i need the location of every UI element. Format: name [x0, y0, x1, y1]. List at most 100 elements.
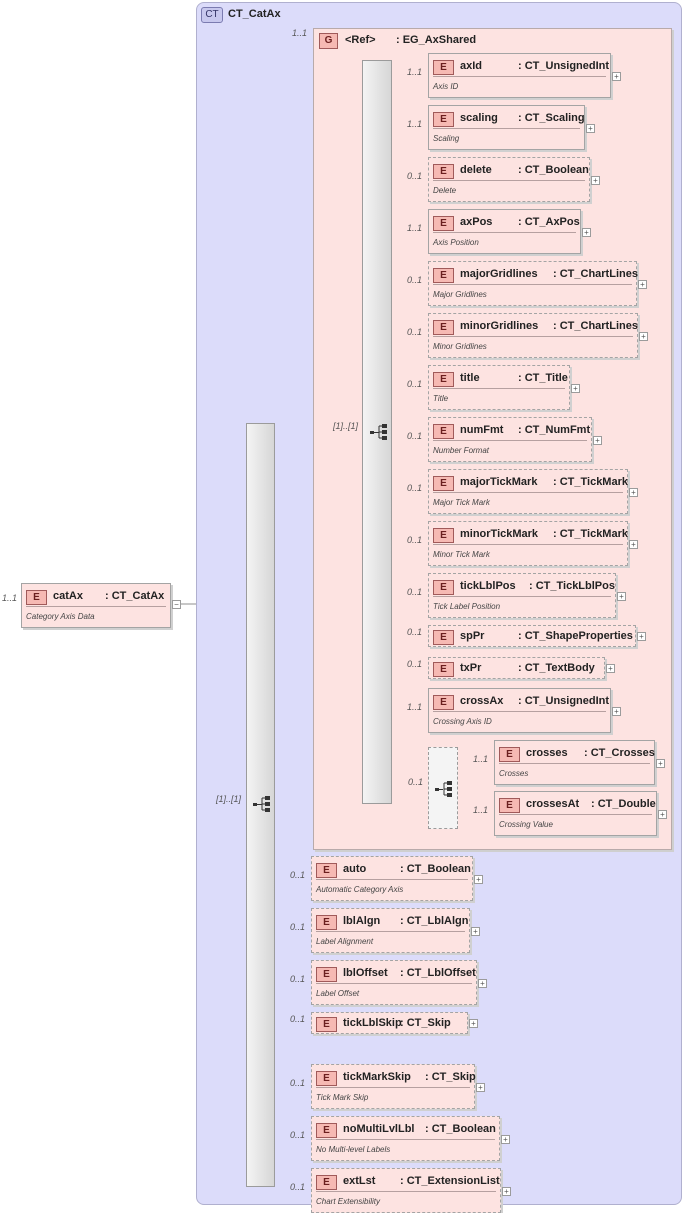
element-name: catAx	[53, 590, 83, 602]
element-cardinality: 0..1	[407, 483, 423, 493]
expand-toggle-icon[interactable]: +	[617, 592, 626, 601]
element-badge: E	[316, 967, 337, 982]
element-badge: E	[433, 695, 454, 710]
element-name: spPr	[460, 630, 485, 642]
element-separator	[316, 931, 465, 932]
element-name: crossAx	[460, 695, 504, 707]
element-name: tickLblSkip	[343, 1017, 402, 1029]
element-badge: E	[433, 268, 454, 283]
element-separator	[433, 336, 633, 337]
element-type: : CT_NumFmt	[518, 424, 591, 436]
root-cardinality: 1..1	[2, 593, 18, 603]
complex-type-badge: CT	[201, 7, 223, 23]
expand-toggle-icon[interactable]: +	[586, 124, 595, 133]
expand-toggle-icon[interactable]: +	[502, 1187, 511, 1196]
expand-toggle-icon[interactable]: +	[474, 875, 483, 884]
element-separator	[316, 983, 472, 984]
complex-type-name: CT_CatAx	[228, 8, 281, 20]
expand-toggle-icon[interactable]: +	[638, 280, 647, 289]
element-name: majorTickMark	[460, 476, 538, 488]
element-name: lblAlgn	[343, 915, 381, 927]
element-separator	[499, 814, 652, 815]
element-cardinality: 0..1	[290, 1014, 306, 1024]
expand-toggle-icon[interactable]: +	[501, 1135, 510, 1144]
element-badge: E	[433, 424, 454, 439]
element-badge: E	[433, 580, 454, 595]
element-separator	[316, 1087, 470, 1088]
element-separator	[316, 1139, 495, 1140]
expand-toggle-icon[interactable]: +	[582, 228, 591, 237]
element-badge: E	[433, 476, 454, 491]
element-cardinality: 0..1	[407, 171, 423, 181]
expand-toggle-icon[interactable]: +	[658, 810, 667, 819]
element-separator	[433, 76, 606, 77]
element-type: : CT_Boolean	[400, 863, 471, 875]
group-ref: <Ref>	[345, 34, 376, 46]
expand-toggle-icon[interactable]: +	[478, 979, 487, 988]
element-badge: E	[316, 915, 337, 930]
expand-toggle-icon[interactable]: +	[571, 384, 580, 393]
expand-toggle-icon[interactable]: +	[656, 759, 665, 768]
expand-toggle-icon[interactable]: +	[471, 927, 480, 936]
element-type: : CT_ExtensionList	[400, 1175, 500, 1187]
expand-toggle-icon[interactable]: +	[476, 1083, 485, 1092]
element-type: : CT_LblOffset	[400, 967, 476, 979]
element-cardinality: 0..1	[290, 1130, 306, 1140]
choice-cardinality: 0..1	[408, 777, 424, 787]
element-type: : CT_Boolean	[425, 1123, 496, 1135]
element-cardinality: 0..1	[290, 974, 306, 984]
expand-toggle-icon[interactable]: +	[629, 488, 638, 497]
sequence-icon	[370, 424, 387, 440]
element-separator	[433, 388, 565, 389]
element-cardinality: 1..1	[407, 702, 423, 712]
expand-toggle-icon[interactable]: +	[639, 332, 648, 341]
element-type: : CT_TickLblPos	[529, 580, 615, 592]
expand-toggle-icon[interactable]: +	[612, 72, 621, 81]
expand-toggle-icon[interactable]: +	[593, 436, 602, 445]
element-catAx[interactable]: E catAx : CT_CatAx Category Axis Data	[21, 583, 171, 628]
expand-toggle-icon[interactable]: +	[469, 1019, 478, 1028]
element-separator	[316, 879, 468, 880]
element-name: delete	[460, 164, 492, 176]
expand-toggle-icon[interactable]: +	[637, 632, 646, 641]
expand-toggle-icon[interactable]: +	[629, 540, 638, 549]
element-description: Minor Tick Mark	[433, 550, 490, 559]
element-separator	[433, 180, 585, 181]
element-type: : CT_UnsignedInt	[518, 60, 610, 72]
group-type: : EG_AxShared	[396, 34, 477, 46]
expand-toggle-icon[interactable]: +	[612, 707, 621, 716]
group-cardinality: 1..1	[292, 28, 308, 38]
expand-toggle-icon[interactable]: +	[606, 664, 615, 673]
expand-toggle-icon[interactable]: +	[591, 176, 600, 185]
element-badge: E	[433, 112, 454, 127]
inner-sequence-cardinality: [1]..[1]	[333, 421, 359, 431]
element-badge: E	[433, 216, 454, 231]
element-description: Crossing Axis ID	[433, 717, 492, 726]
element-cardinality: 1..1	[407, 119, 423, 129]
collapse-toggle-icon[interactable]: −	[172, 600, 181, 609]
element-description: Major Tick Mark	[433, 498, 490, 507]
